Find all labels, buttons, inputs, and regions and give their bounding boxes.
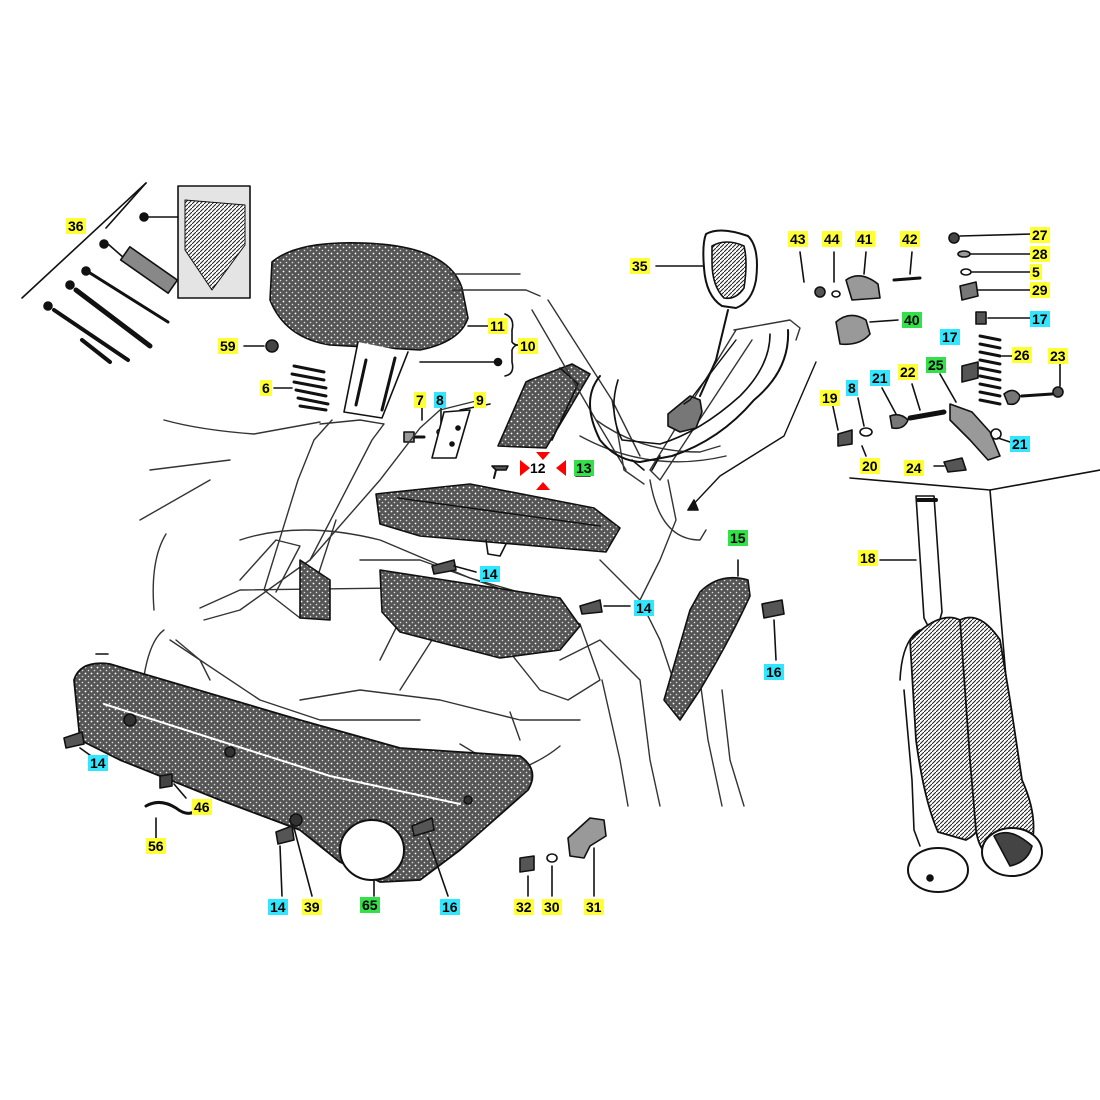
part-label-30: 30 [542,899,562,915]
saddle [269,242,469,351]
part-label-56: 56 [146,838,166,854]
part-label-18: 18 [858,550,878,566]
part-label-24: 24 [904,460,924,476]
part-label-40: 40 [902,312,922,328]
selection-marker [520,452,566,490]
part-label-36: 36 [66,218,86,234]
steering-spring [978,334,1002,406]
handlebar [589,329,790,463]
part-label-35: 35 [630,258,650,274]
part-label-21-lower: 21 [1010,436,1030,452]
part-label-19: 19 [820,390,840,406]
part-label-14-right: 14 [634,600,654,616]
leg-shield [663,576,751,721]
part-label-46: 46 [192,799,212,815]
part-label-10: 10 [518,338,538,354]
part-label-9: 9 [474,392,486,408]
part-label-14-left: 14 [88,755,108,771]
part-label-44: 44 [822,231,842,247]
part-label-8-arm: 8 [846,380,858,396]
part-label-28: 28 [1030,246,1050,262]
part-label-5: 5 [1030,264,1042,280]
part-label-15: 15 [728,530,748,546]
part-label-13: 13 [574,460,594,476]
front-fork [879,495,1043,893]
part-label-25: 25 [926,357,946,373]
part-label-42: 42 [900,231,920,247]
part-label-59: 59 [218,338,238,354]
scooter-frame [139,273,801,807]
part-label-20: 20 [860,458,880,474]
part-label-16-right: 16 [764,664,784,680]
part-label-17-upper: 17 [1030,311,1050,327]
part-label-39: 39 [302,899,322,915]
part-label-29: 29 [1030,282,1050,298]
part-label-16-bottom: 16 [440,899,460,915]
part-label-32: 32 [514,899,534,915]
part-label-41: 41 [855,231,875,247]
rear-body-panel [73,662,534,883]
part-label-14-tunnel: 14 [480,566,500,582]
part-label-27: 27 [1030,227,1050,243]
floorboard [375,483,621,553]
part-label-11: 11 [488,318,507,334]
part-label-31: 31 [584,899,604,915]
part-label-6: 6 [260,380,272,396]
part-label-21-upper: 21 [870,370,890,386]
part-label-12: 12 [530,460,546,476]
part-label-26: 26 [1012,347,1032,363]
part-label-22: 22 [898,364,918,380]
part-label-65: 65 [360,897,380,913]
part-label-17-lower: 17 [940,329,960,345]
part-label-7: 7 [414,392,426,408]
toolkit-divider-line [21,182,147,299]
part-label-43: 43 [788,231,808,247]
spring [290,364,330,412]
part-label-8-seat: 8 [434,392,446,408]
part-label-14-bottom: 14 [268,899,288,915]
part-label-23: 23 [1048,348,1068,364]
